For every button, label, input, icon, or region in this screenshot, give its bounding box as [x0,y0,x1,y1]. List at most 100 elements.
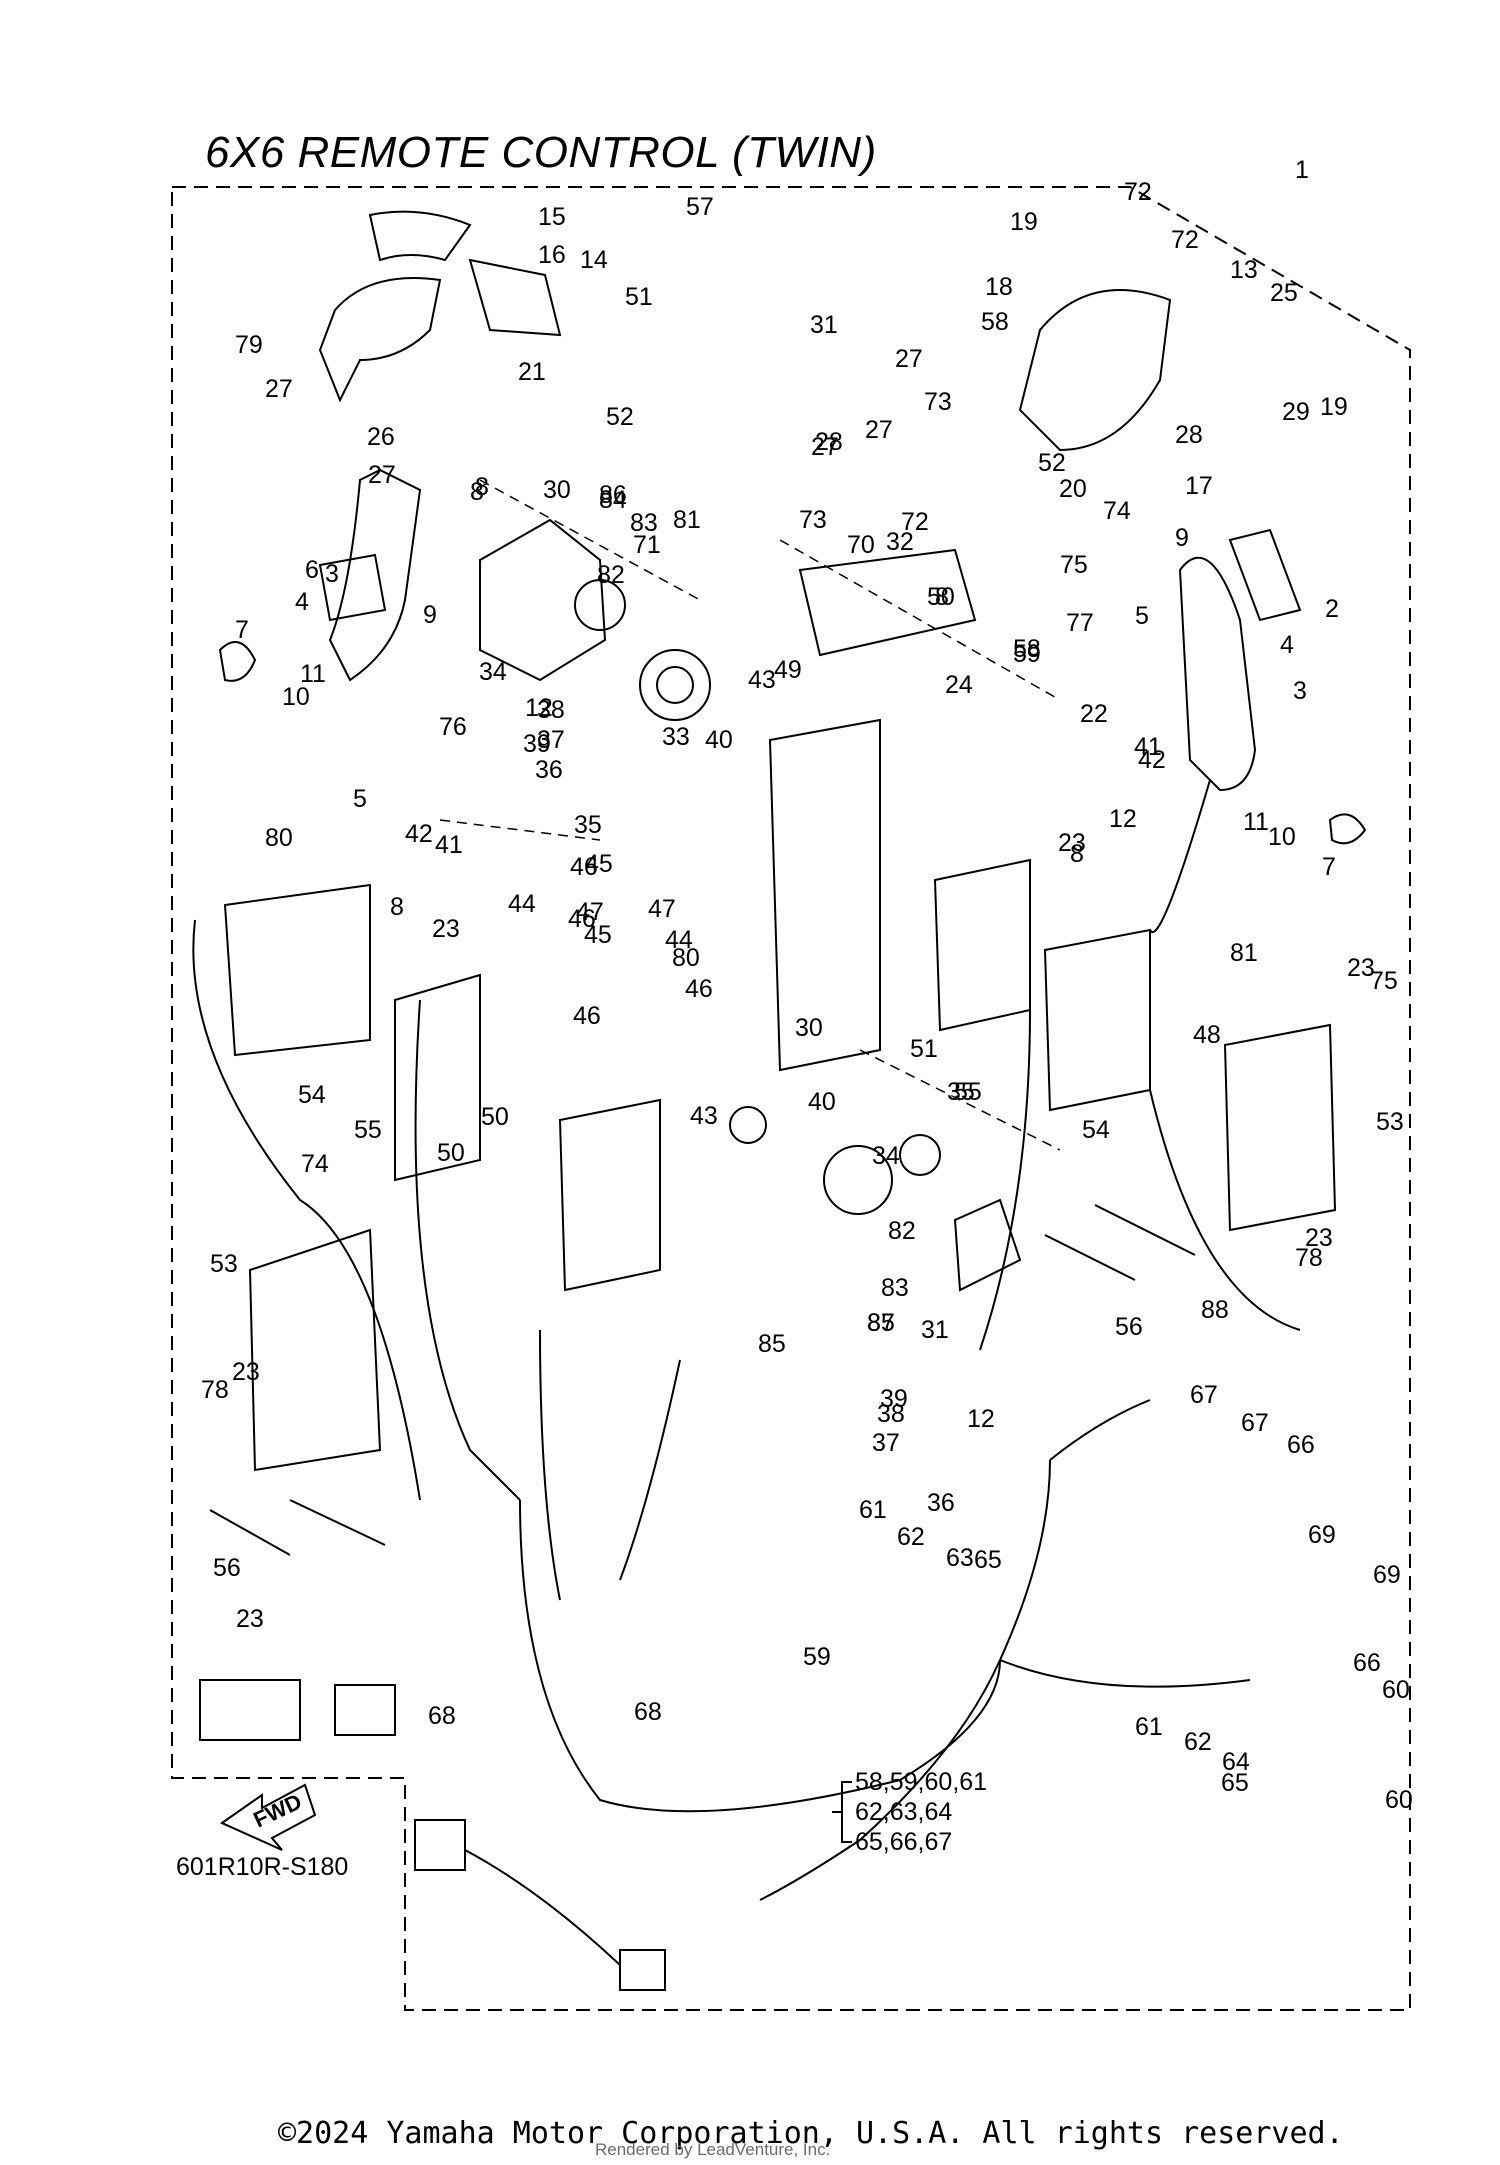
harness-right-part [999,1659,1251,1688]
callout-74: 74 [301,1150,329,1178]
callout-30: 30 [795,1014,823,1042]
cap-left-part [218,641,257,682]
callout-58: 58 [1013,635,1041,663]
connector-87-part [199,1679,301,1741]
callout-4: 4 [1280,631,1294,659]
callout-46: 46 [568,905,596,933]
callout-27: 27 [865,416,893,444]
callout-43: 43 [748,666,776,694]
harness-main-part [519,1499,1001,1813]
callout-79: 79 [235,331,263,359]
callout-56: 56 [1115,1313,1143,1341]
diagram-title: 6X6 REMOTE CONTROL (TWIN) [205,128,877,177]
callout-10: 10 [282,683,310,711]
callout-81: 81 [673,506,701,534]
callout-61: 61 [859,1496,887,1524]
lever-cover-part [318,277,442,403]
callout-37: 37 [872,1429,900,1457]
callout-28: 28 [815,428,843,456]
callout-69: 69 [1308,1521,1336,1549]
cable-part [1149,1089,1301,1331]
callout-54: 54 [1082,1116,1110,1144]
gear-center-part [823,1145,893,1215]
cable-tie-part [1044,1234,1136,1281]
group-57-line: 65,66,67 [855,1828,952,1856]
dashed-leader-part [479,479,701,601]
callout-34: 34 [872,1142,900,1170]
callout-62: 62 [897,1523,925,1551]
callout-27: 27 [895,345,923,373]
callout-4: 4 [295,588,309,616]
callout-53: 53 [210,1250,238,1278]
callout-44: 44 [508,890,536,918]
callout-23: 23 [432,915,460,943]
copyright-notice: ©2024 Yamaha Motor Corporation, U.S.A. A… [278,2116,1344,2151]
callout-46: 46 [573,1002,601,1030]
ecu-left-part [394,973,481,1182]
callout-41: 41 [1134,733,1162,761]
callout-16: 16 [538,241,566,269]
callout-38: 38 [877,1400,905,1428]
callout-21: 21 [518,358,546,386]
callout-73: 73 [799,506,827,534]
callout-40: 40 [705,726,733,754]
callout-5: 5 [353,785,367,813]
callout-27: 27 [368,461,396,489]
lever-arm-right-part [1178,556,1257,792]
callout-47: 47 [576,898,604,926]
callout-37: 37 [537,726,565,754]
callout-3: 3 [1293,677,1307,705]
boot-left-part [318,553,387,622]
callout-42: 42 [1138,746,1166,774]
callout-27: 27 [265,375,293,403]
callout-8: 8 [470,478,484,506]
callout-31: 31 [810,311,838,339]
center-bracket-part [768,718,881,1072]
bracket-left-part [223,883,371,1057]
callout-11: 11 [300,660,326,688]
cover-plate-right-part [1223,1023,1337,1232]
cable-part [192,919,421,1501]
callout-58: 58 [981,308,1009,336]
callout-54: 54 [298,1081,326,1109]
callout-68: 68 [428,1702,456,1730]
callout-18: 18 [985,273,1013,301]
connector-86-end-part [619,1949,666,1991]
callout-68: 68 [634,1698,662,1726]
callout-36: 36 [535,756,563,784]
group-57-bracket [832,1781,852,1843]
callout-32: 32 [886,528,914,556]
callout-8: 8 [935,583,949,611]
callout-13: 13 [1230,256,1258,284]
callout-66: 66 [1287,1431,1315,1459]
harness-right-part [759,1659,1001,1901]
callout-76: 76 [439,713,467,741]
callout-50: 50 [481,1103,509,1131]
callout-8: 8 [390,893,404,921]
callout-22: 22 [1080,700,1108,728]
callout-3: 3 [325,560,339,588]
callout-61: 61 [1135,1713,1163,1741]
callout-33: 33 [662,723,690,751]
callout-47: 47 [648,895,676,923]
callout-56: 56 [213,1554,241,1582]
callout-83: 83 [630,509,658,537]
cable-tie-part [1094,1204,1196,1256]
gear-left-part [639,649,711,721]
cable-tie-part [289,1499,386,1546]
callout-88: 88 [1201,1296,1229,1324]
callout-7: 7 [1322,853,1336,881]
callout-45: 45 [585,850,613,878]
group-57-line: 58,59,60,61 [855,1768,987,1796]
callout-23: 23 [1347,954,1375,982]
callout-85: 85 [867,1309,895,1337]
callout-34: 34 [479,658,507,686]
callout-25: 25 [1270,279,1298,307]
callout-52: 52 [606,403,634,431]
callout-69: 69 [1373,1561,1401,1589]
callout-86: 86 [599,481,627,509]
cover-plate-left-part [248,1228,382,1472]
callout-77: 77 [1066,609,1094,637]
cap-right-part [1328,813,1367,845]
